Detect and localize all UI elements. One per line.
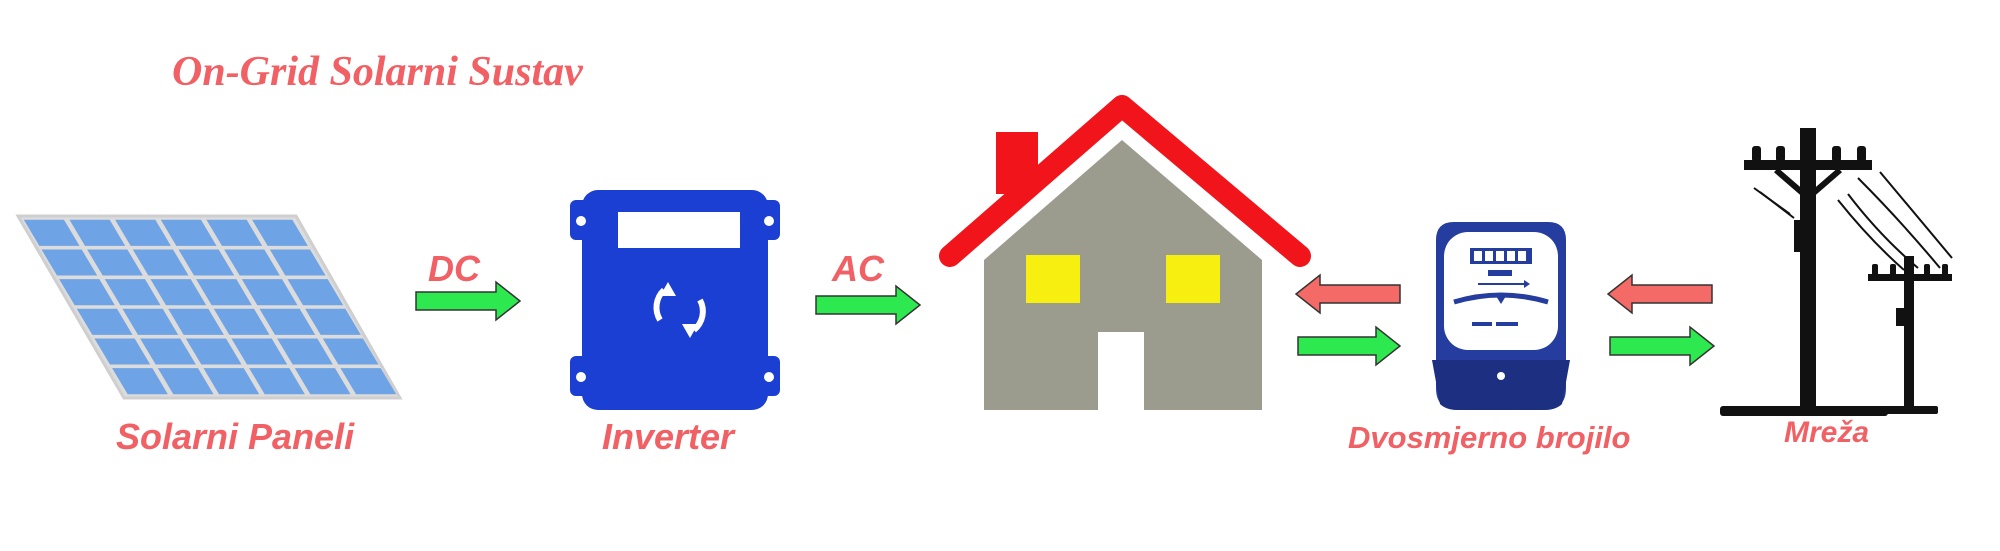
house-to-meter-arrow (1297, 325, 1402, 367)
solar-cell (168, 308, 224, 335)
bidirectional-meter-icon (1432, 222, 1570, 410)
solar-cell (41, 249, 98, 276)
solar-cell (132, 249, 189, 276)
grid-label: Mreža (1784, 416, 1870, 449)
meter-label: Dvosmjerno brojilo (1348, 420, 1631, 455)
solar-cell (59, 279, 115, 306)
solar-cell (203, 368, 260, 395)
solar-cell (185, 338, 242, 365)
ac-label: AC (832, 248, 884, 289)
solar-cell (76, 308, 133, 335)
meter-to-house-arrow (1294, 273, 1401, 315)
solar-cell (157, 368, 214, 395)
solar-cell (69, 219, 126, 246)
solar-cell (269, 249, 326, 276)
diagram-title: On-Grid Solarni Sustav (172, 49, 583, 95)
solar-panel-icon (15, 214, 403, 400)
solar-cell (94, 338, 151, 365)
power-pole-icon (1720, 128, 1953, 416)
solar-cell (87, 249, 143, 276)
house-walls (984, 140, 1262, 410)
solar-cell (277, 338, 333, 365)
solar-cell (294, 368, 351, 395)
dc-flow-arrow (415, 280, 522, 322)
solar-cell (140, 338, 196, 365)
meter-to-grid-arrow (1609, 325, 1716, 367)
solar-cell (224, 249, 280, 276)
inverter-display (618, 212, 740, 248)
inverter-label: Inverter (602, 416, 735, 457)
solar-cell (160, 219, 217, 246)
solar-cell (241, 279, 298, 306)
solar-cell (259, 308, 316, 335)
solar-cell (252, 219, 308, 246)
ac-flow-arrow (815, 284, 922, 326)
house-icon (939, 95, 1311, 410)
house-roof (939, 95, 1311, 267)
solar-cell (206, 219, 263, 246)
solar-cell (23, 219, 80, 246)
solar-cell (104, 279, 161, 306)
house-window-left (1026, 255, 1080, 303)
solar-cell (287, 279, 344, 306)
solar-cell (150, 279, 207, 306)
house-window-right (1166, 255, 1220, 303)
dc-label: DC (428, 248, 480, 289)
refresh-cycle-icon (653, 287, 706, 333)
solar-cell (213, 308, 270, 335)
solar-panels-label: Solarni Paneli (116, 416, 355, 457)
solar-panel-cells (23, 219, 397, 395)
solar-cell (322, 338, 379, 365)
inverter-icon (570, 190, 780, 410)
solar-cell (112, 368, 168, 395)
solar-cell (122, 308, 179, 335)
solar-cell (231, 338, 288, 365)
solar-cell (249, 368, 305, 395)
solar-cell (305, 308, 361, 335)
grid-to-meter-arrow (1606, 273, 1713, 315)
solar-cell (340, 368, 397, 395)
solar-cell (178, 249, 235, 276)
solar-cell (115, 219, 171, 246)
solar-cell (196, 279, 252, 306)
